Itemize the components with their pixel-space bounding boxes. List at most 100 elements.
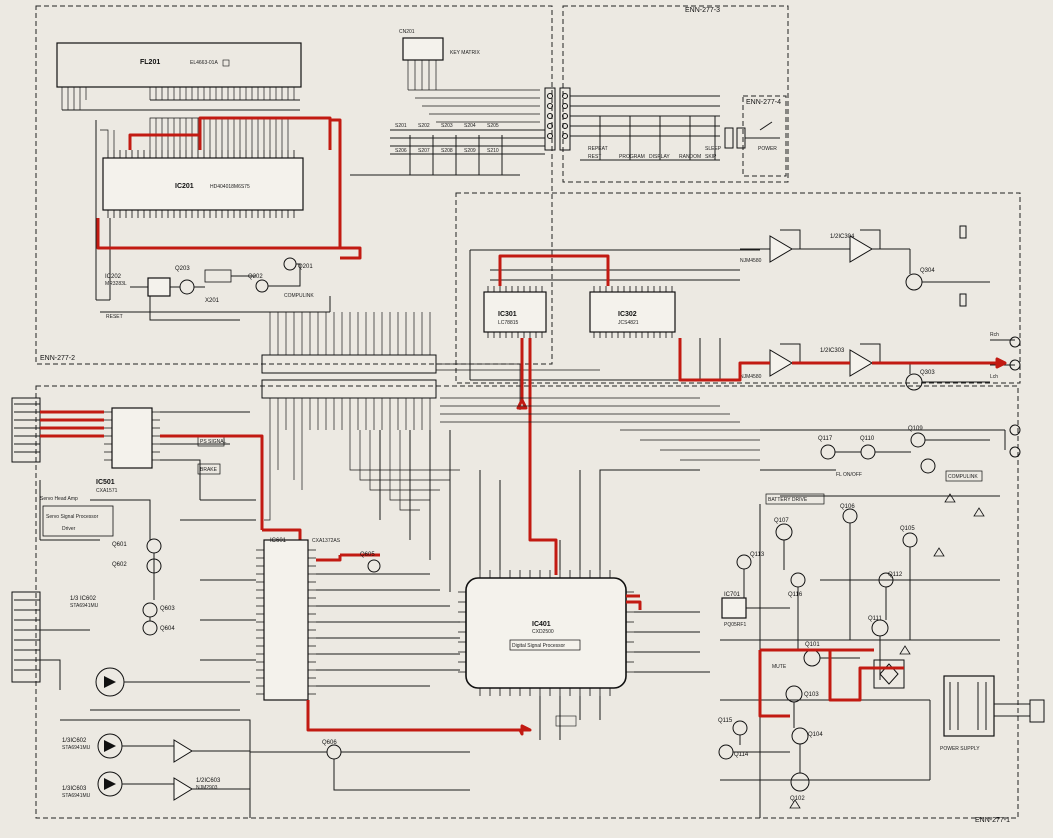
- key-display: DISPLAY: [649, 154, 670, 160]
- q113-label: Q113: [750, 552, 765, 558]
- q203-label: Q203: [175, 266, 190, 272]
- panel-frames: ENN-277-2 ENN-277-3 ENN-277-4 ENN-277-1: [35, 5, 1021, 824]
- ic201-microcontroller: IC201 HD404018M6S75: [95, 117, 304, 301]
- ic701-label: IC701: [724, 592, 741, 598]
- q605-label: Q605: [360, 552, 375, 558]
- q117-label: Q117: [818, 436, 833, 442]
- key-s208: S208: [441, 148, 453, 154]
- ic602b-part: STA6941MU: [62, 745, 91, 751]
- ic701-part: PQ05RF1: [724, 622, 746, 628]
- ic602a-label: 1/3 IC602: [70, 596, 97, 602]
- interboard-connector: [261, 312, 600, 430]
- audio-board-frame: [455, 192, 1021, 384]
- ic302-part: JCS4821: [618, 320, 639, 326]
- ic202-label: IC202: [105, 274, 122, 280]
- ic301-ic302-path: [498, 254, 610, 286]
- key-sleep: SLEEP: [705, 146, 722, 152]
- brake-note: BRAKE: [200, 467, 218, 473]
- reset-section: IC202 MR3283L Q203 X201 Q202 Q201 RESET …: [100, 257, 331, 321]
- q110-label: Q110: [860, 436, 875, 442]
- q114-label: Q114: [734, 752, 749, 758]
- key-s210: S210: [487, 148, 499, 154]
- display-board-tag: ENN-277-2: [40, 355, 75, 362]
- driver-note: Driver: [62, 526, 76, 532]
- ic602b-label: 1/3IC602: [62, 738, 87, 744]
- power-red-path: [758, 648, 904, 718]
- key-s204: S204: [464, 123, 476, 129]
- ic304-part: NJM4580: [740, 258, 762, 264]
- ic601-label: IC601: [270, 538, 287, 544]
- key-power: POWER: [758, 146, 777, 152]
- q602-label: Q602: [112, 562, 127, 568]
- q604-label: Q604: [160, 626, 175, 632]
- q109-label: Q109: [908, 426, 923, 432]
- audio-section: IC301 LC78815 IC302 JCS4821 1/2IC304 NJM…: [469, 225, 1021, 391]
- q101-label: Q101: [805, 642, 820, 648]
- ic603a-label: 1/3IC603: [62, 786, 87, 792]
- small-key-board-tag: ENN-277-4: [746, 99, 781, 106]
- ic401-dsp: IC401 CXD2500 Digital Signal Processor: [379, 430, 710, 740]
- key-s206: S206: [395, 148, 407, 154]
- fl201-label: FL201: [140, 59, 160, 66]
- rch-output: Rch: [990, 332, 999, 338]
- ic401-part: CXD2500: [532, 629, 554, 635]
- q111-label: Q111: [868, 616, 882, 622]
- q304-label: Q304: [920, 268, 935, 274]
- q303-label: Q303: [920, 370, 935, 376]
- head-amp-rf-path: [160, 434, 264, 530]
- compulink-top-note: COMPULINK: [284, 293, 314, 299]
- battery-drive-note: BATTERY DRIVE: [768, 497, 808, 503]
- mute-note: MUTE: [772, 664, 787, 670]
- ic201-part: HD404018M6S75: [210, 184, 250, 190]
- key-matrix: CN201 KEY MATRIX S201 S202 S203 S204 S20…: [350, 29, 545, 176]
- q601-label: Q601: [112, 542, 127, 548]
- ic602a-part: STA6941MU: [70, 603, 99, 609]
- ic601-dsp-arrow: [518, 724, 532, 736]
- ic401-function: Digital Signal Processor: [512, 643, 565, 649]
- ic304-label: 1/2IC304: [830, 234, 855, 240]
- audio-output-arrow: [995, 357, 1007, 369]
- main-board-tag: ENN-277-1: [975, 817, 1010, 824]
- reset-note: RESET: [106, 314, 123, 320]
- ic301-part: LC78815: [498, 320, 519, 326]
- q116-label: Q116: [788, 592, 803, 598]
- display-board-frame: [35, 5, 553, 365]
- main-board-frame: [35, 385, 1019, 819]
- q103-label: Q103: [804, 692, 819, 698]
- ic601-out-path: [316, 555, 342, 562]
- servo-processor-note: Servo Signal Processor: [46, 514, 99, 520]
- ic201-data-path: [340, 246, 362, 260]
- key-s207: S207: [418, 148, 430, 154]
- q112-label: Q112: [888, 572, 903, 578]
- ic401-label: IC401: [532, 621, 551, 628]
- lch-output: Lch: [990, 374, 998, 380]
- fl-onoff-note: FL ON/OFF: [836, 472, 862, 478]
- audio-output-path: [678, 338, 1005, 382]
- power-supply-note: POWER SUPPLY: [940, 746, 980, 752]
- motor-driver-section: Q601 Q602 Q603 Q604 1/3 IC602 STA6941MU …: [11, 538, 470, 818]
- key-s201: S201: [395, 123, 407, 129]
- power-section: Q117 Q110 Q109 FL ON/OFF COMPULINK BATTE…: [718, 424, 1045, 818]
- panel-connectors: [544, 87, 746, 151]
- right-key-board: REPEAT REST PROGRAM DISPLAY RANDOM SLEEP…: [570, 95, 780, 161]
- ic601-part: CXA1372AS: [312, 538, 341, 544]
- ic302-label: IC302: [618, 311, 637, 318]
- key-s205: S205: [487, 123, 499, 129]
- ic303-label: 1/2IC303: [820, 348, 845, 354]
- key-matrix-note: KEY MATRIX: [450, 50, 480, 56]
- ic601-dsp-bottom-path: [306, 700, 520, 732]
- key-repeat: REPEAT: [588, 146, 608, 152]
- q102-label: Q102: [790, 796, 805, 802]
- ic303-part: NJM4580: [740, 374, 762, 380]
- key-s202: S202: [418, 123, 430, 129]
- q104-label: Q104: [808, 732, 823, 738]
- q115-label: Q115: [718, 718, 733, 724]
- ic603b-label: 1/2IC603: [196, 778, 221, 784]
- q603-label: Q603: [160, 606, 175, 612]
- compulink-right-note: COMPULINK: [948, 474, 978, 480]
- ps-signal-note: PS SIGNAL: [200, 439, 227, 445]
- ic603b-part: NJM2903: [196, 785, 218, 791]
- ic603a-part: STA6941MU: [62, 793, 91, 799]
